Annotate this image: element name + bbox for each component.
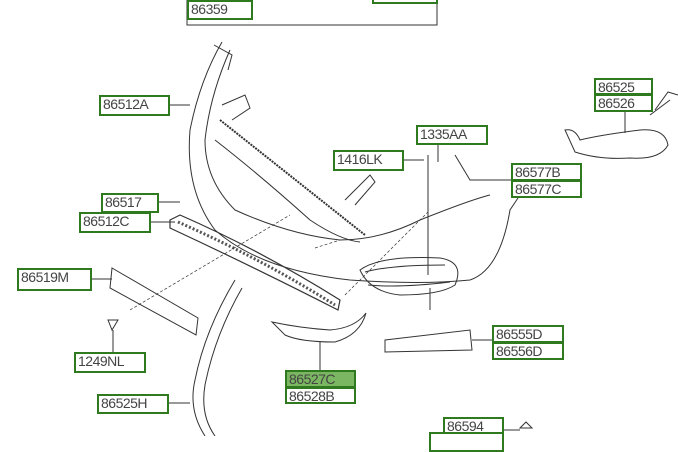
part-label-86577C[interactable]: 86577C bbox=[511, 180, 582, 198]
part-label-86525H[interactable]: 86525H bbox=[97, 394, 169, 414]
part-label-bottom-partial[interactable] bbox=[429, 432, 504, 452]
side-molding bbox=[384, 329, 473, 353]
part-label-1249NL[interactable]: 1249NL bbox=[74, 352, 146, 373]
part-label-1335AA[interactable]: 1335AA bbox=[416, 125, 488, 145]
part-label-86512C[interactable]: 86512C bbox=[79, 212, 151, 233]
part-label-86555D[interactable]: 86555D bbox=[492, 325, 564, 343]
clip bbox=[503, 421, 534, 431]
part-label-86577B[interactable]: 86577B bbox=[511, 163, 582, 181]
part-label-86526[interactable]: 86526 bbox=[594, 94, 653, 112]
lower-trim bbox=[270, 312, 367, 343]
screw bbox=[107, 319, 119, 332]
part-label-top-partial[interactable] bbox=[372, 0, 438, 4]
part-label-86519M[interactable]: 86519M bbox=[17, 268, 92, 291]
fog-lamp-bezel bbox=[564, 129, 669, 159]
part-label-86528B[interactable]: 86528B bbox=[285, 387, 356, 404]
part-label-86527C-highlighted[interactable]: 86527C bbox=[285, 370, 356, 388]
part-label-86517[interactable]: 86517 bbox=[101, 193, 159, 213]
part-label-86525[interactable]: 86525 bbox=[594, 78, 653, 95]
part-label-86556D[interactable]: 86556D bbox=[492, 342, 564, 360]
part-label-86359[interactable]: 86359 bbox=[187, 0, 253, 20]
part-label-86512A[interactable]: 86512A bbox=[99, 95, 170, 116]
part-label-1416LK[interactable]: 1416LK bbox=[333, 150, 404, 171]
lower-grille bbox=[169, 214, 341, 311]
side-strip bbox=[192, 279, 243, 436]
front-bumper-cover bbox=[188, 41, 519, 310]
license-plate-bracket bbox=[109, 267, 199, 336]
